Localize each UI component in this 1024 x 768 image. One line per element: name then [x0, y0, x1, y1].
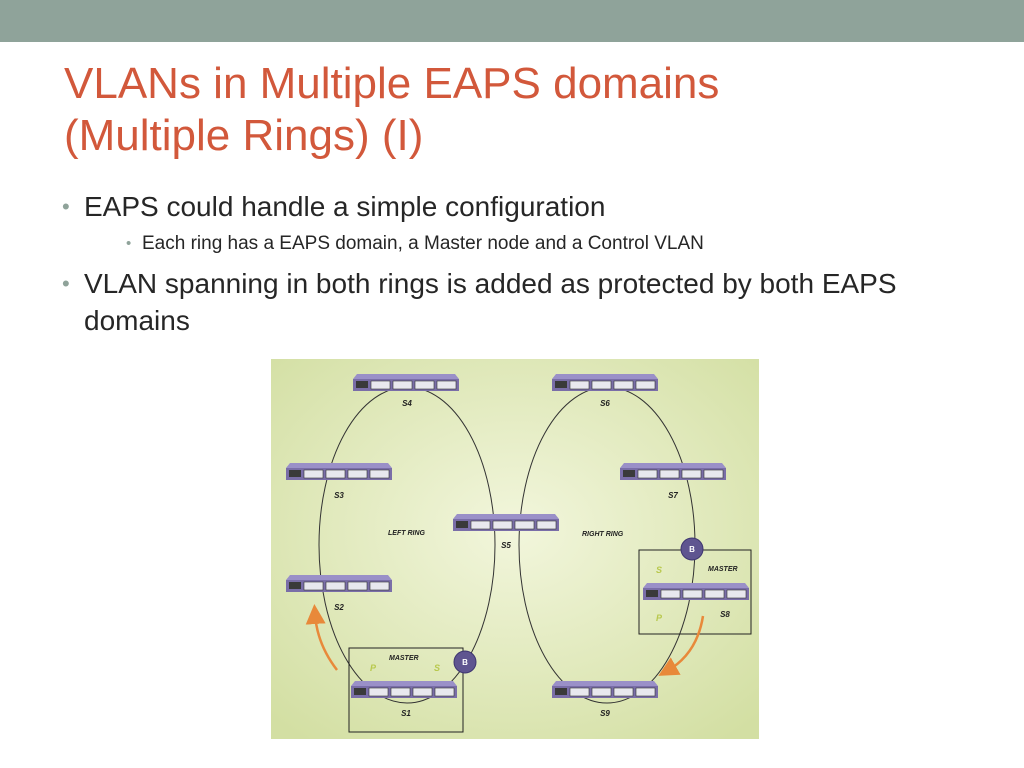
- right-primary-port-label: P: [656, 613, 663, 623]
- left-master-box: [348, 647, 464, 733]
- bullet-text-1: EAPS could handle a simple configuration: [84, 191, 606, 222]
- sub-bullet-dot-icon: •: [126, 235, 132, 252]
- switch-label-s9: S9: [600, 709, 610, 718]
- switch-s9-icon: [552, 681, 658, 698]
- title-line-1: VLANs in Multiple EAPS domains: [64, 59, 720, 108]
- switch-label-s1: S1: [401, 709, 411, 718]
- right-master-label: MASTER: [708, 566, 738, 573]
- switch-s1-icon: [351, 681, 457, 698]
- sub-bullet-item-1: • Each ring has a EAPS domain, a Master …: [126, 231, 942, 257]
- switch-s6-icon: [552, 374, 658, 391]
- right-secondary-port-label: S: [656, 565, 662, 575]
- left-primary-port-label: P: [370, 663, 377, 673]
- switch-label-s7: S7: [668, 491, 678, 500]
- switch-s5-icon: [453, 514, 559, 531]
- bullet-dot-icon: •: [62, 194, 70, 219]
- switch-label-s5: S5: [501, 541, 511, 550]
- eaps-ring-diagram: S4 S6 S3 S7 S5 S2 S8 S1 S9 LEFT RING RIG…: [271, 359, 759, 739]
- right-blocked-badge-icon: [680, 537, 704, 561]
- bullet-text-2: VLAN spanning in both rings is added as …: [84, 268, 897, 336]
- switch-s2-icon: [286, 575, 392, 592]
- switch-label-s2: S2: [334, 603, 344, 612]
- right-ring-label: RIGHT RING: [582, 531, 624, 538]
- bullet-item-1: • EAPS could handle a simple configurati…: [62, 188, 942, 225]
- bullet-dot-icon: •: [62, 271, 70, 296]
- right-ring-flow-arrow-icon: [658, 615, 705, 676]
- switch-label-s4: S4: [402, 399, 412, 408]
- switch-s8-icon: [643, 583, 749, 600]
- switch-group: [286, 374, 749, 698]
- bullet-item-2: • VLAN spanning in both rings is added a…: [62, 265, 942, 339]
- left-ring-flow-arrow-icon: [305, 604, 338, 671]
- left-blocked-badge-icon: [453, 650, 477, 674]
- bullet-list: • EAPS could handle a simple configurati…: [62, 188, 942, 339]
- switch-label-s3: S3: [334, 491, 344, 500]
- switch-label-s6: S6: [600, 399, 610, 408]
- top-accent-bar: [0, 0, 1024, 42]
- right-blocked-badge-letter: B: [689, 545, 695, 554]
- switch-s4-icon: [353, 374, 459, 391]
- left-blocked-badge-letter: B: [462, 658, 468, 667]
- eaps-diagram-svg: S4 S6 S3 S7 S5 S2 S8 S1 S9 LEFT RING RIG…: [271, 359, 759, 739]
- title-line-2: (Multiple Rings) (I): [64, 111, 424, 160]
- switch-s7-icon: [620, 463, 726, 480]
- switch-label-s8: S8: [720, 610, 730, 619]
- sub-bullet-text-1: Each ring has a EAPS domain, a Master no…: [142, 233, 704, 254]
- slide-title: VLANs in Multiple EAPS domains (Multiple…: [64, 58, 964, 162]
- left-master-label: MASTER: [389, 655, 419, 662]
- left-ring-label: LEFT RING: [388, 530, 425, 537]
- left-secondary-port-label: S: [434, 663, 440, 673]
- switch-s3-icon: [286, 463, 392, 480]
